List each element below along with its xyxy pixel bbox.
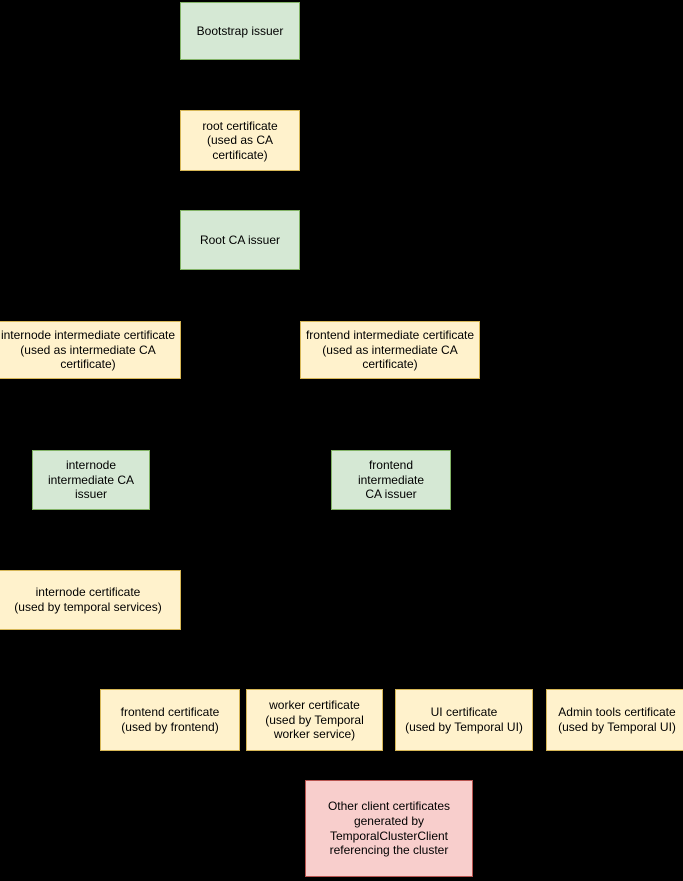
node-frontend-certificate: frontend certificate (used by frontend) (100, 689, 240, 751)
node-label: Admin tools certificate (used by Tempora… (558, 705, 676, 734)
node-root-certificate: root certificate (used as CA certificate… (180, 110, 300, 171)
node-label: frontend intermediate certificate (used … (305, 328, 475, 372)
node-label: internode intermediate certificate (used… (0, 328, 176, 372)
node-label: Other client certificates generated by T… (327, 799, 451, 858)
node-root-ca-issuer: Root CA issuer (180, 210, 300, 270)
node-internode-intermediate-certificate: internode intermediate certificate (used… (0, 321, 181, 379)
node-label: root certificate (used as CA certificate… (202, 118, 278, 162)
node-internode-intermediate-ca-issuer: internode intermediate CA issuer (32, 450, 150, 510)
node-bootstrap-issuer: Bootstrap issuer (180, 2, 300, 60)
node-label: internode certificate (used by temporal … (14, 585, 162, 614)
node-other-client-certificates: Other client certificates generated by T… (305, 780, 473, 877)
node-label: UI certificate (used by Temporal UI) (405, 705, 523, 734)
node-ui-certificate: UI certificate (used by Temporal UI) (395, 689, 533, 751)
node-label: Bootstrap issuer (196, 23, 284, 38)
node-label: frontend intermediate CA issuer (357, 458, 425, 502)
node-label: internode intermediate CA issuer (47, 458, 135, 502)
node-label: Root CA issuer (199, 232, 281, 247)
node-admin-tools-certificate: Admin tools certificate (used by Tempora… (546, 689, 683, 751)
node-label: worker certificate (used by Temporal wor… (265, 698, 364, 742)
node-label: frontend certificate (used by frontend) (120, 705, 220, 734)
node-internode-certificate: internode certificate (used by temporal … (0, 570, 181, 630)
node-frontend-intermediate-certificate: frontend intermediate certificate (used … (300, 321, 480, 379)
node-worker-certificate: worker certificate (used by Temporal wor… (246, 689, 383, 751)
node-frontend-intermediate-ca-issuer: frontend intermediate CA issuer (331, 450, 451, 510)
